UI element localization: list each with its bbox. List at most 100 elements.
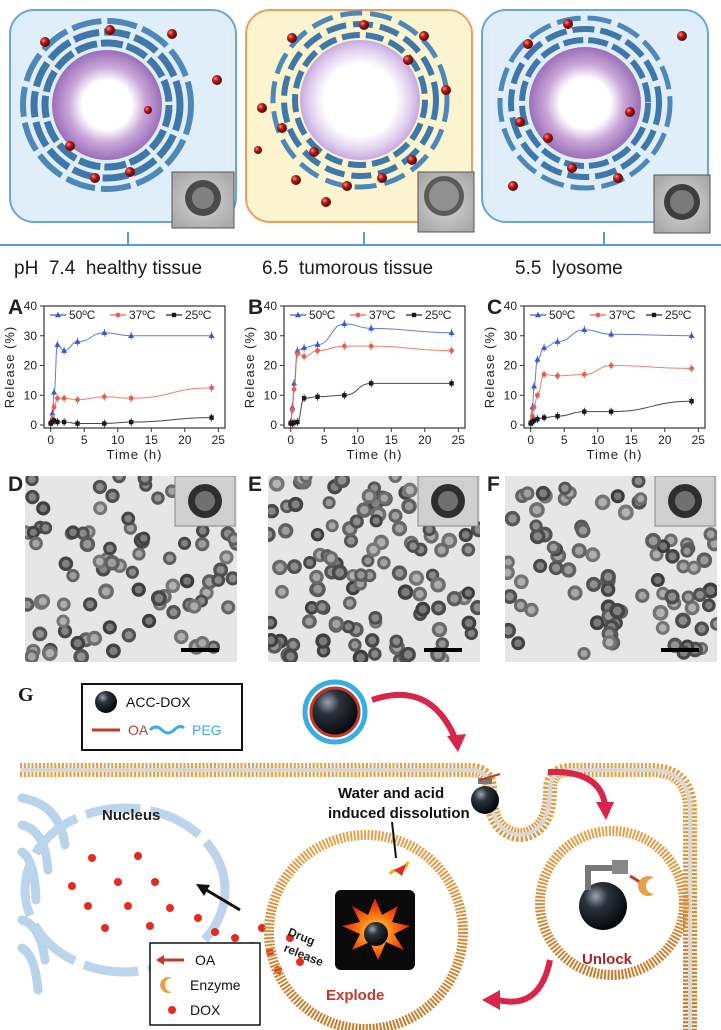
data-point: [534, 356, 541, 362]
x-tick-label: 10: [111, 433, 125, 447]
unlock-endosome: [535, 826, 689, 980]
data-point: [75, 421, 80, 426]
legend-entry: 50ºC: [549, 308, 576, 322]
scale-bar: [661, 648, 699, 652]
series-line: [290, 323, 452, 423]
legend-entry: 25ºC: [185, 308, 212, 322]
svg-text:PEG: PEG: [192, 722, 222, 738]
data-point: [291, 420, 297, 425]
particle-3: [497, 15, 673, 191]
y-tick-label: 40: [24, 299, 38, 313]
data-point: [368, 381, 374, 386]
panel-label-a: A: [8, 296, 24, 319]
x-tick-label: 15: [385, 433, 399, 447]
panel-label-e: E: [248, 473, 263, 496]
y-tick-label: 10: [24, 388, 38, 402]
x-tick-label: 10: [351, 433, 365, 447]
acc-dox-icon: [95, 691, 117, 713]
data-point: [314, 341, 321, 347]
x-tick-label: 0: [47, 433, 54, 447]
x-axis-label: Time (h): [587, 447, 643, 462]
svg-text:OA: OA: [195, 952, 216, 968]
series-line: [290, 382, 452, 425]
data-point: [541, 415, 547, 420]
particle-in-membrane: [471, 773, 501, 814]
legend-entry: 50ºC: [309, 308, 336, 322]
particle-1: [20, 18, 194, 192]
dissolution-label-2: induced dissolution: [328, 805, 470, 822]
tem-inset-2: [417, 171, 475, 233]
y-axis-label: Release (%): [482, 326, 497, 409]
data-point: [449, 381, 454, 386]
data-point: [171, 312, 177, 318]
x-tick-label: 25: [692, 433, 706, 447]
peg-line-icon: [148, 724, 186, 735]
data-point: [608, 331, 615, 337]
data-point: [61, 395, 67, 401]
enzyme-icon: [638, 876, 654, 896]
data-point: [448, 329, 455, 335]
x-axis-label: Time (h): [347, 447, 403, 462]
svg-text:DOX: DOX: [190, 1002, 221, 1018]
plot-frame: [283, 305, 466, 429]
y-tick-label: 10: [504, 388, 518, 402]
tem-image-d: [25, 476, 237, 662]
panel-label-g: G: [18, 684, 34, 706]
dissolution-label-1: Water and acid: [338, 785, 444, 802]
data-point: [301, 344, 308, 350]
y-tick-label: 0: [270, 418, 277, 432]
mechanism-scheme: Nucleus ACC-DOX OA PEG U: [17, 679, 697, 1030]
x-tick-label: 15: [625, 433, 639, 447]
data-point: [291, 386, 297, 392]
data-point: [55, 419, 60, 425]
data-point: [74, 338, 81, 344]
data-point: [54, 341, 61, 347]
uptake-arrow: [371, 691, 458, 740]
series-line: [50, 387, 212, 423]
x-tick-label: 5: [321, 433, 328, 447]
x-tick-label: 25: [212, 433, 226, 447]
data-point: [102, 421, 107, 426]
y-tick-label: 10: [264, 388, 278, 402]
data-point: [689, 366, 694, 371]
data-point: [128, 419, 134, 425]
data-point: [61, 347, 68, 353]
data-point: [289, 407, 295, 413]
legend-entry: 37ºC: [369, 308, 396, 322]
explode-label: Explode: [326, 987, 384, 1004]
data-point: [582, 409, 587, 414]
data-point: [554, 338, 561, 344]
data-point: [688, 332, 695, 338]
dox-dots-top: [40, 19, 687, 207]
data-point: [535, 311, 541, 318]
legend-entry: 37ºC: [609, 308, 636, 322]
y-axis-label: Release (%): [242, 326, 257, 409]
legend-entry: 50ºC: [69, 308, 96, 322]
data-point: [355, 312, 361, 318]
x-tick-label: 10: [591, 433, 605, 447]
data-point: [531, 418, 537, 423]
nucleus-envelope: [20, 803, 230, 977]
panel-label-b: B: [248, 296, 264, 319]
data-point: [209, 385, 214, 391]
legend-entry: 25ºC: [425, 308, 452, 322]
particle-2: [270, 10, 450, 190]
y-tick-label: 20: [504, 359, 518, 373]
data-point: [368, 325, 375, 331]
x-tick-label: 20: [178, 433, 192, 447]
data-point: [595, 312, 601, 318]
data-point: [295, 311, 301, 318]
y-tick-label: 30: [504, 329, 518, 343]
x-tick-label: 15: [145, 433, 159, 447]
x-tick-label: 5: [561, 433, 568, 447]
data-point: [101, 329, 108, 335]
panel-label-d: D: [8, 473, 24, 496]
tem-inset-3: [653, 174, 711, 234]
data-point: [411, 312, 417, 318]
y-tick-label: 30: [264, 329, 278, 343]
data-point: [209, 415, 214, 420]
explode-endosome: [264, 830, 468, 1030]
data-point: [301, 396, 307, 401]
data-point: [295, 351, 300, 357]
